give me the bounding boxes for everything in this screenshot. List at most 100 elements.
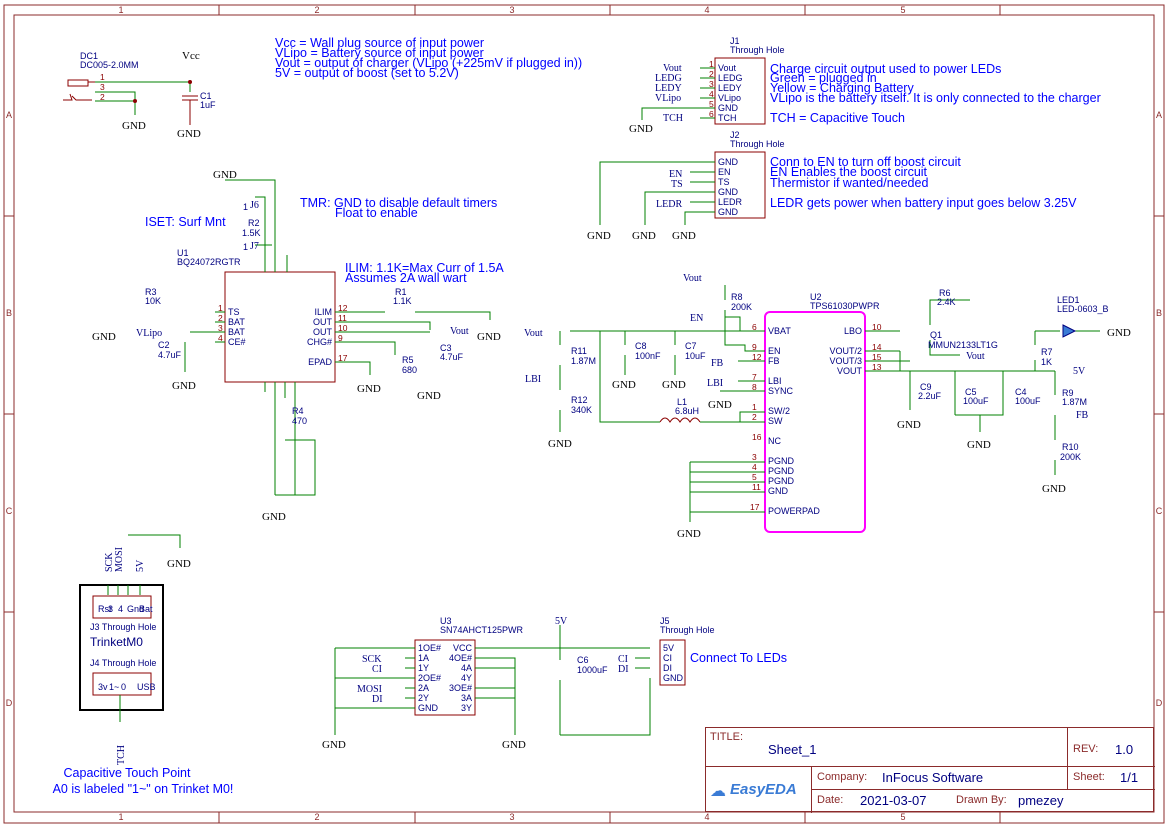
- u2-pin-num: 4: [752, 462, 757, 472]
- c9-ref: C9: [920, 382, 932, 392]
- j2-connector: J2 Through Hole GND EN TS GND LEDR GND: [714, 130, 785, 219]
- u2-boost-ic: U2 TPS61030PWPR VBAT EN FB LBI SYNC SW/2…: [750, 292, 882, 533]
- dc1-jack: DC1 DC005-2.0MM 1 3 2: [63, 51, 139, 102]
- j6-ref: J6: [250, 200, 259, 211]
- gnd-label: GND: [357, 383, 381, 395]
- gnd-label: GND: [677, 528, 701, 540]
- u3-net-di: DI: [372, 694, 383, 705]
- u2-pin: GND: [768, 486, 789, 496]
- note-5v: 5V = output of boost (set to 5.2V): [275, 66, 459, 80]
- u3-pin: 3Y: [461, 703, 472, 713]
- r7-value: 1K: [1041, 357, 1052, 367]
- note-vlipo: VLipo = Battery source of input power: [275, 46, 484, 60]
- col-label-1: 1: [118, 5, 123, 15]
- row-label-b-right: B: [1156, 308, 1162, 318]
- note-tmr-1: TMR: GND to disable default timers: [300, 196, 497, 210]
- j1-pin-num: 1: [709, 59, 714, 69]
- j1-pin-num: 2: [709, 69, 714, 79]
- j1-net-vout: Vout: [663, 63, 682, 74]
- trinket-net-tch: TCH: [116, 745, 127, 765]
- sheet-title: Sheet_1: [768, 742, 817, 757]
- u1-pin: OUT: [313, 327, 333, 337]
- q1-ref: Q1: [930, 330, 942, 340]
- note-touch-1: Capacitive Touch Point: [64, 766, 191, 780]
- q1-value: MMUN2133LT1G: [928, 340, 998, 350]
- u3-pin: 4Y: [461, 673, 472, 683]
- u1-pin: BAT: [228, 327, 245, 337]
- border-row-labels: A B C D A B C D: [6, 110, 1163, 708]
- led1-ref: LED1: [1057, 295, 1080, 305]
- col-label-2: 2: [314, 5, 319, 15]
- boost-net-fb: FB: [1076, 410, 1089, 421]
- u3-net-mosi: MOSI: [357, 684, 382, 695]
- col-label-2-bottom: 2: [314, 812, 319, 822]
- sheet-value: 1/1: [1120, 770, 1139, 785]
- j4-pin: 0: [121, 682, 126, 692]
- r1-value: 1.1K: [393, 296, 412, 306]
- u2-pin-num: 2: [752, 412, 757, 422]
- u3-pin: 1A: [418, 653, 429, 663]
- c2-ref: C2: [158, 340, 170, 350]
- u3-pin: 3A: [461, 693, 472, 703]
- j1-pin-num: 4: [709, 89, 714, 99]
- r9-value: 1.87M: [1062, 397, 1087, 407]
- u1-pin-num: 2: [218, 313, 223, 323]
- j1-pin-name: LEDG: [718, 73, 743, 83]
- c7-ref: C7: [685, 341, 697, 351]
- rev-label: REV:: [1073, 743, 1099, 755]
- col-label-5-bottom: 5: [900, 812, 905, 822]
- u3-value: SN74AHCT125PWR: [440, 625, 524, 635]
- c1-value: 1uF: [200, 100, 216, 110]
- u2-pin: VOUT/2: [829, 346, 862, 356]
- c6-value: 1000uF: [577, 665, 608, 675]
- u3-buffer-ic: U3 SN74AHCT125PWR 1OE# 1A 1Y 2OE# 2A 2Y …: [414, 616, 524, 716]
- u1-charger-ic: U1 BQ24072RGTR TS BAT BAT CE# ILIM OUT O…: [177, 248, 348, 383]
- u2-pin: NC: [768, 436, 781, 446]
- u2-pin: VBAT: [768, 326, 791, 336]
- l1-ref: L1: [677, 397, 687, 407]
- border-column-labels: 1 2 3 4 5 1 2 3 4 5: [118, 5, 905, 822]
- easyeda-logo: ☁ EasyEDA: [706, 767, 812, 813]
- r3-ref: R3: [145, 287, 157, 297]
- gnd-label: GND: [672, 230, 696, 242]
- r8-ref: R8: [731, 292, 743, 302]
- j3-pin: Gnd: [127, 604, 144, 614]
- j2-ref: J2: [730, 130, 740, 140]
- u1-pin: ILIM: [314, 307, 332, 317]
- gnd-label: GND: [629, 123, 653, 135]
- u3-net-sck: SCK: [362, 654, 382, 665]
- dc1-value: DC005-2.0MM: [80, 60, 139, 70]
- j2-value: Through Hole: [730, 139, 785, 149]
- u1-value: BQ24072RGTR: [177, 257, 241, 267]
- title-block: TITLE: Sheet_1 REV: 1.0 ☁ EasyEDA Compan…: [705, 727, 1155, 813]
- u1-pin-num: 9: [338, 333, 343, 343]
- j1-pin-name: GND: [718, 103, 739, 113]
- gnd-label: GND: [177, 128, 201, 140]
- u2-ref: U2: [810, 292, 822, 302]
- title-label: TITLE:: [710, 731, 744, 743]
- j1-pin-name: Vout: [718, 63, 737, 73]
- r2-value: 1.5K: [242, 228, 261, 238]
- rev-value: 1.0: [1115, 742, 1134, 757]
- u2-net-vout-r8: Vout: [683, 273, 702, 284]
- j2-pin-name: GND: [718, 187, 739, 197]
- col-label-3: 3: [509, 5, 514, 15]
- c3-value: 4.7uF: [440, 352, 464, 362]
- trinket-net-5v: 5V: [135, 559, 146, 572]
- j1-net-ledy: LEDY: [655, 83, 682, 94]
- j7-pin: 1: [243, 242, 248, 252]
- note-touch-2: A0 is labeled "1~" on Trinket M0!: [53, 782, 234, 796]
- led1-value: LED-0603_B: [1057, 304, 1109, 314]
- u2-pin: VOUT: [837, 366, 863, 376]
- j1-pin-num: 6: [709, 109, 714, 119]
- trinket-m0-module: J3 Through Hole TrinketM0 J4 Through Hol…: [79, 584, 164, 711]
- r11-value: 1.87M: [571, 356, 596, 366]
- gnd-label: GND: [322, 739, 346, 751]
- gnd-label: GND: [587, 230, 611, 242]
- dc1-pin-3: 3: [100, 82, 105, 92]
- u3-pin: 2OE#: [418, 673, 441, 683]
- gnd-label: GND: [548, 438, 572, 450]
- gnd-label: GND: [612, 379, 636, 391]
- u1-pin-num: 17: [338, 353, 348, 363]
- u2-pin-num: 13: [872, 362, 882, 372]
